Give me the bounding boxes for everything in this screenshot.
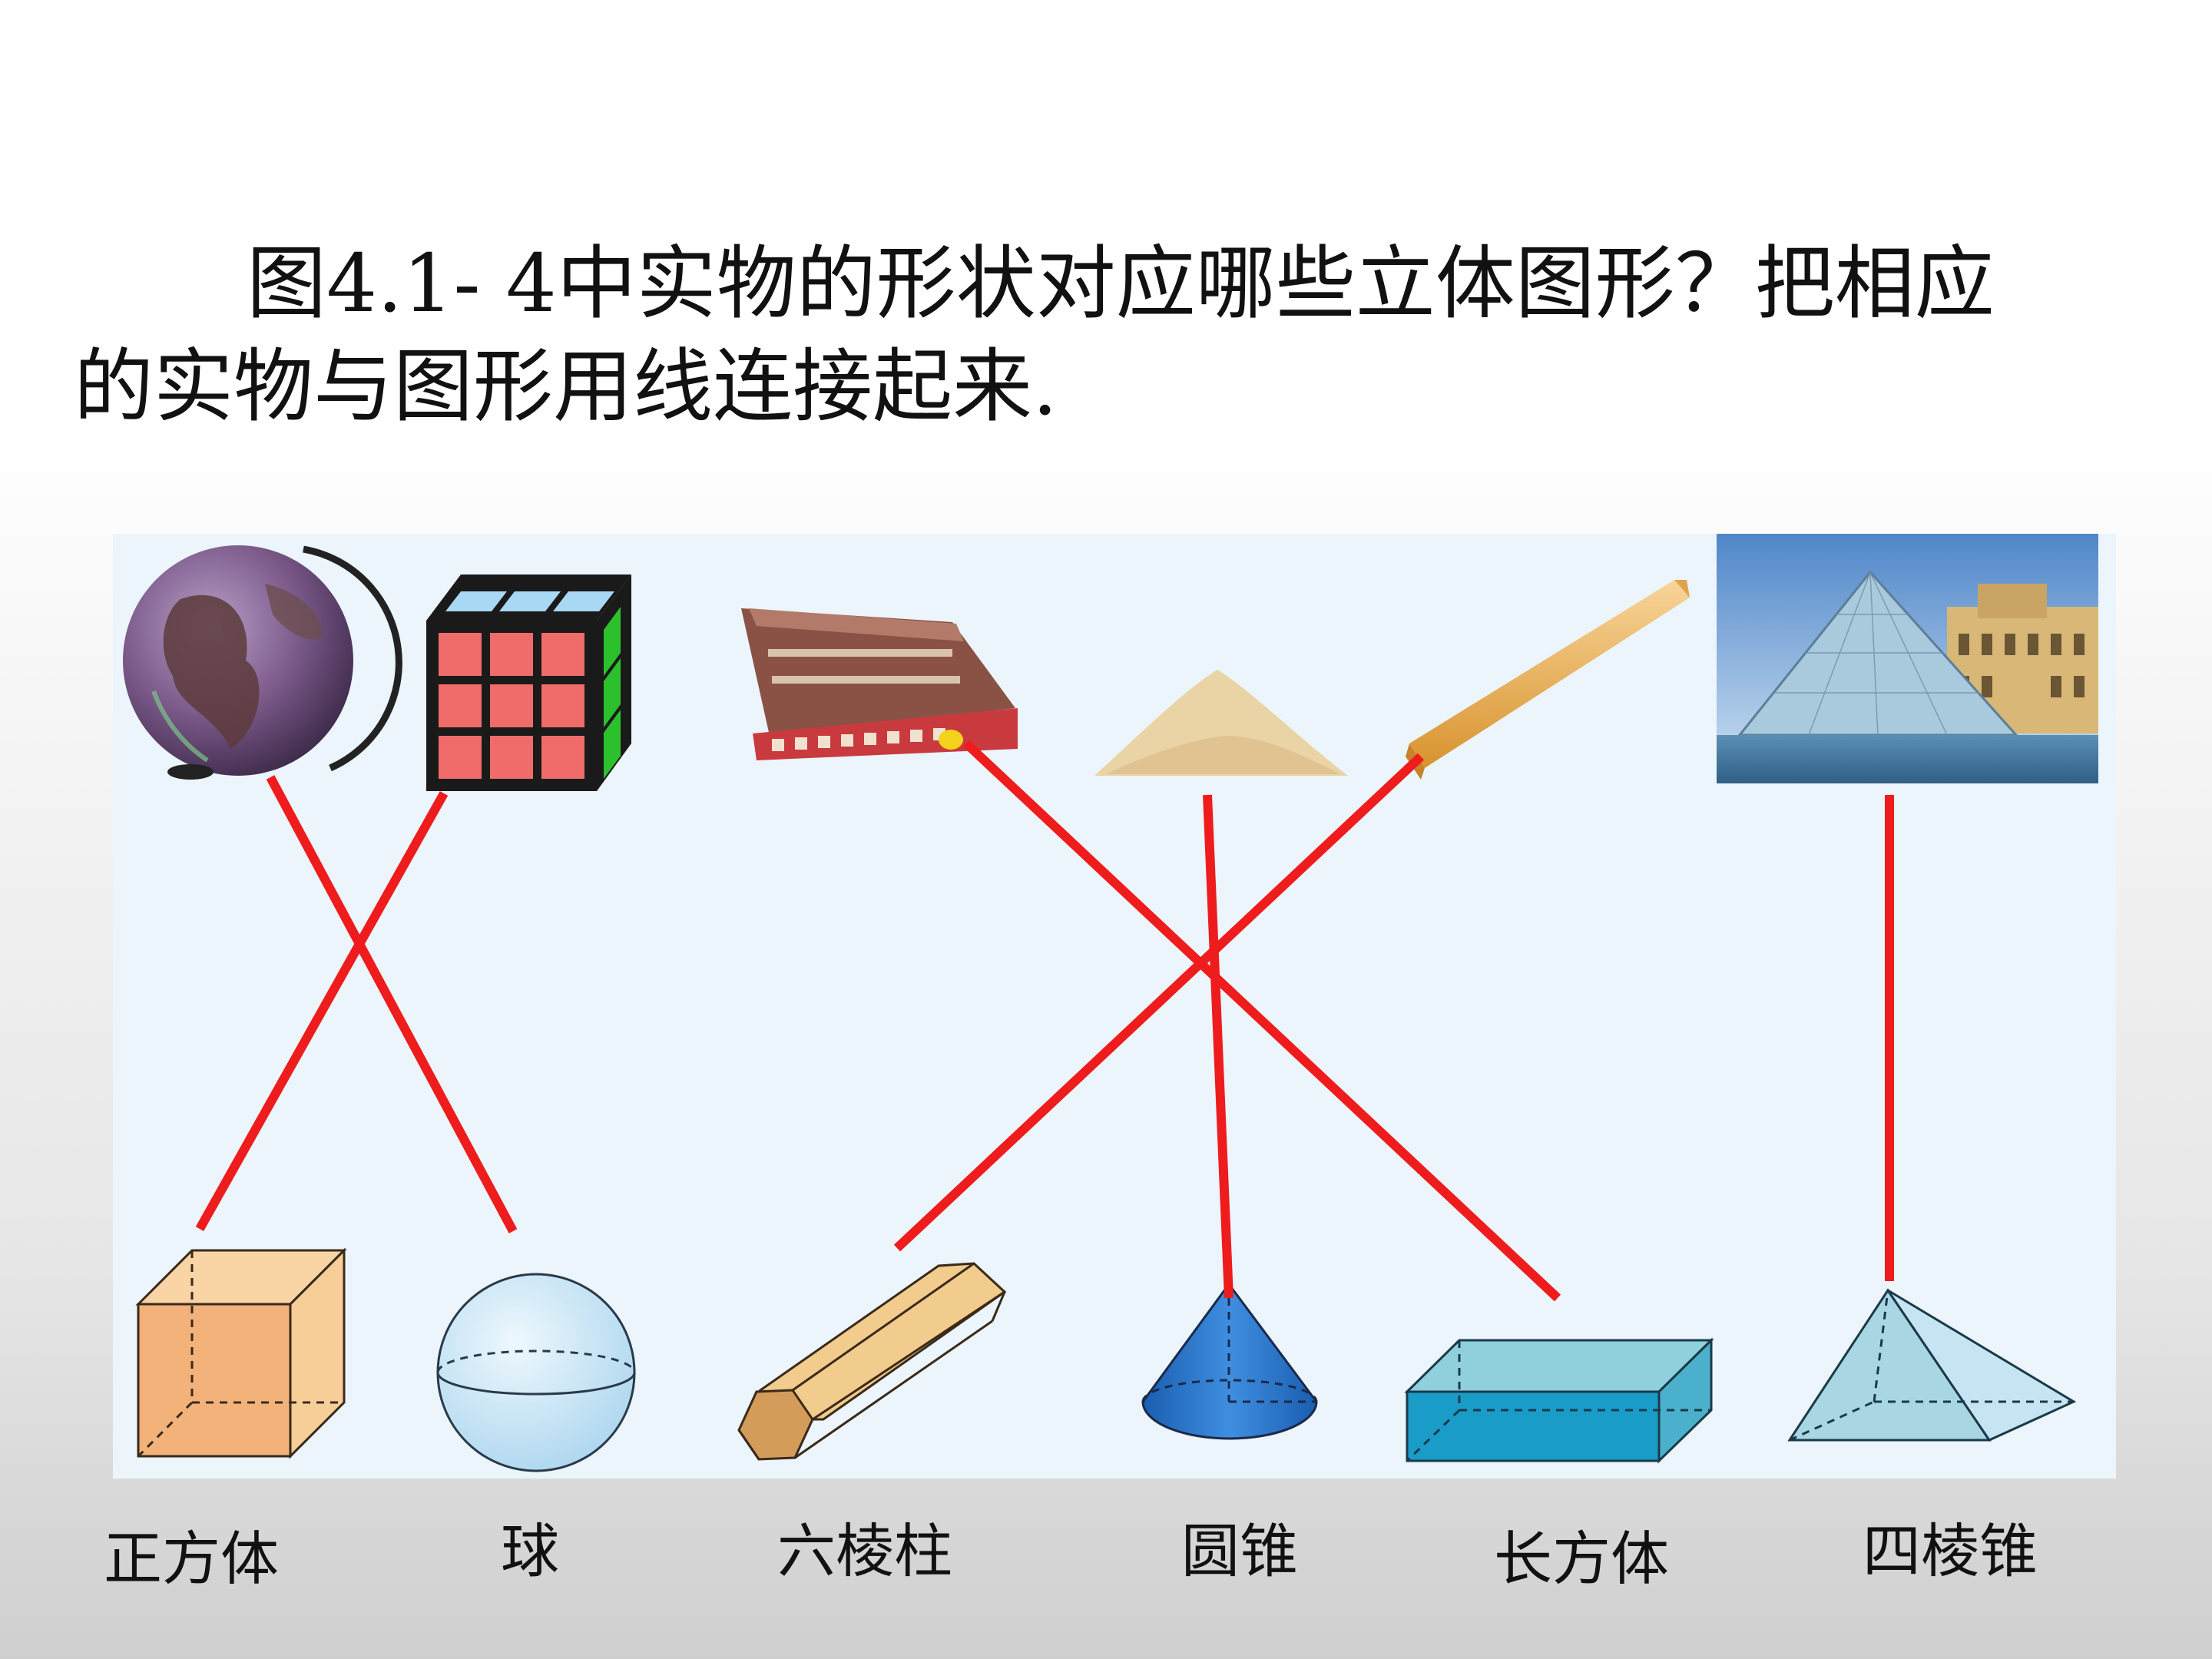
square-pyramid-shape	[1790, 1290, 2074, 1440]
line-matchbox-cuboid	[966, 743, 1558, 1298]
sand-pile-photo	[1094, 670, 1348, 776]
cuboid-shape	[1407, 1340, 1711, 1461]
line-pencil-prism	[897, 757, 1421, 1248]
cone-shape	[1143, 1284, 1316, 1439]
label-sphere: 球	[501, 1517, 559, 1586]
line-rubiks-cube	[200, 793, 444, 1229]
label-cuboid: 长方体	[1494, 1525, 1669, 1594]
line-sand-cone	[1207, 795, 1229, 1298]
cube-shape	[138, 1250, 344, 1456]
connector-lines	[200, 743, 1889, 1298]
label-hex-prism: 六棱柱	[777, 1517, 952, 1586]
sphere-shape	[438, 1274, 634, 1471]
label-cube: 正方体	[104, 1525, 279, 1594]
hex-prism-shape	[739, 1263, 1005, 1459]
pencil-photo	[1406, 580, 1690, 780]
rubiks-cube-photo	[426, 575, 631, 791]
line-globe-sphere	[270, 777, 513, 1231]
globe-photo	[123, 545, 399, 780]
label-cone: 圆锥	[1181, 1517, 1298, 1586]
matchbox-photo	[741, 608, 1018, 760]
label-square-pyramid: 四棱锥	[1863, 1517, 2038, 1586]
